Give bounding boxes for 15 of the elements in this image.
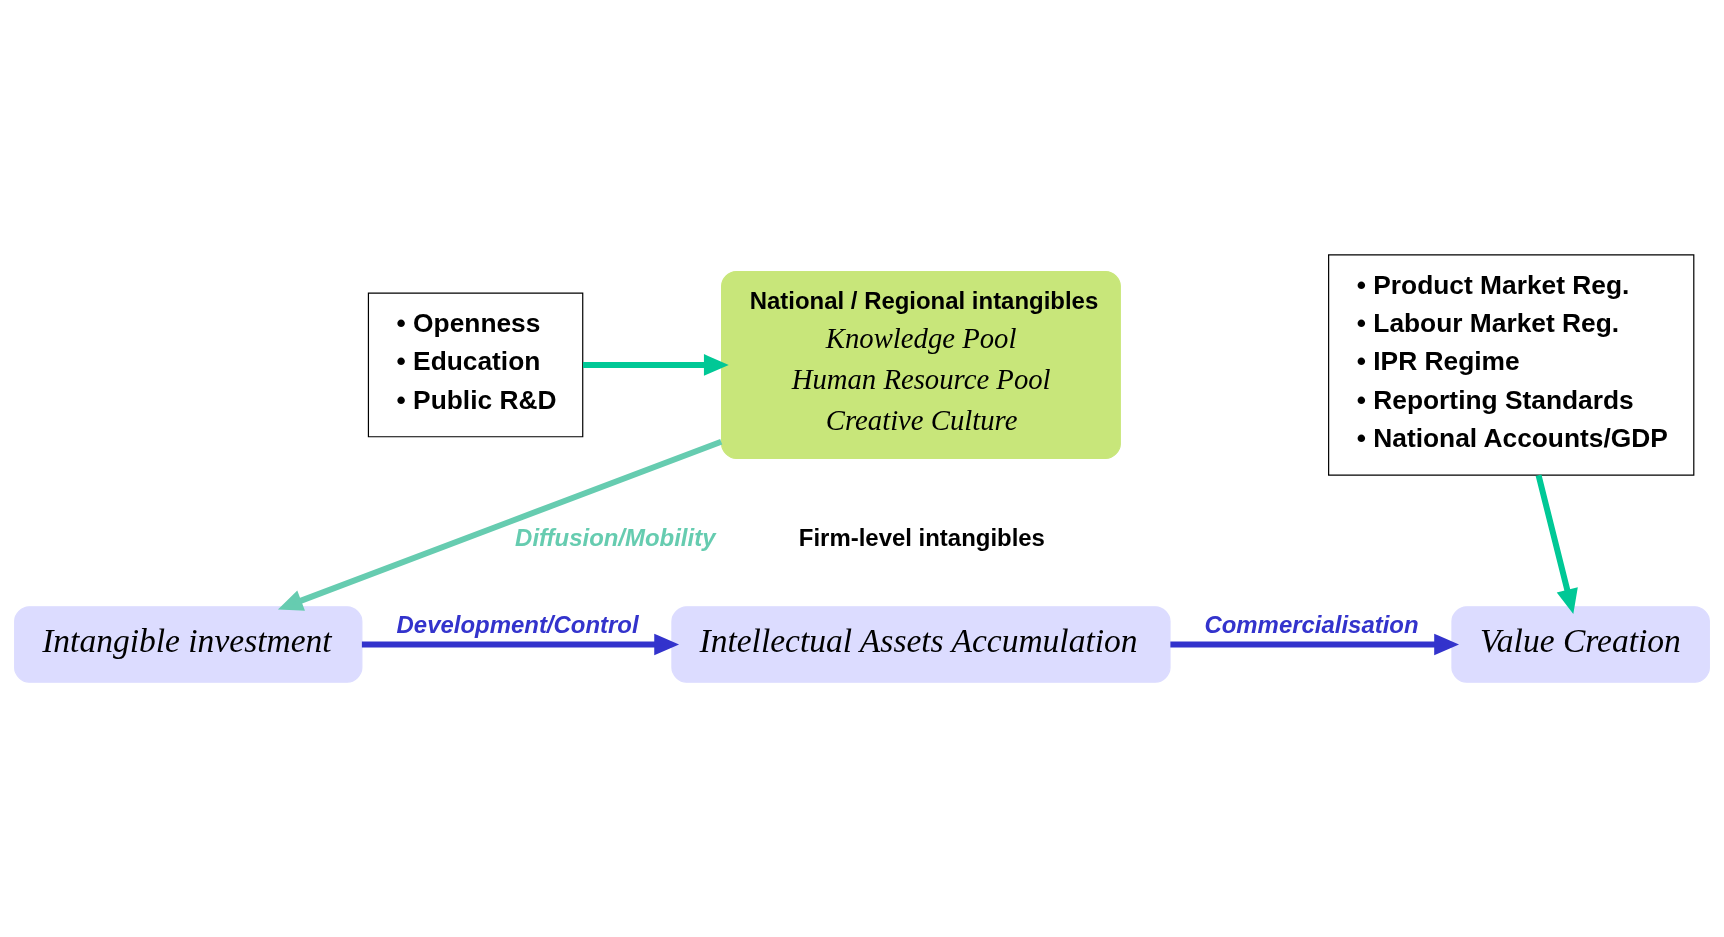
edge-label: Commercialisation [1204,610,1419,638]
arrow [583,354,729,376]
node-box: • Product Market Reg. • Labour Market Reg. • IPR Regime • Reporting Standards • National Accounts/GDP [1328,254,1695,476]
edge-label: Development/Control [396,610,639,638]
label: Firm-level intangibles [798,523,1045,551]
arrow [277,438,723,611]
edge-label: Diffusion/Mobility [515,523,716,551]
arrow [361,633,680,656]
arrow [1535,474,1578,614]
node-box: Value Creation [1451,606,1710,683]
node-box: • Openness • Education • Public R&D [367,292,584,438]
node-box: Intellectual Assets Accumulation [671,606,1171,683]
node-box: National / Regional intangibles Knowledge Pool Human Resource Pool Creative Culture [721,270,1121,459]
node-box: Intangible investment [14,606,363,683]
arrow [1170,633,1459,656]
